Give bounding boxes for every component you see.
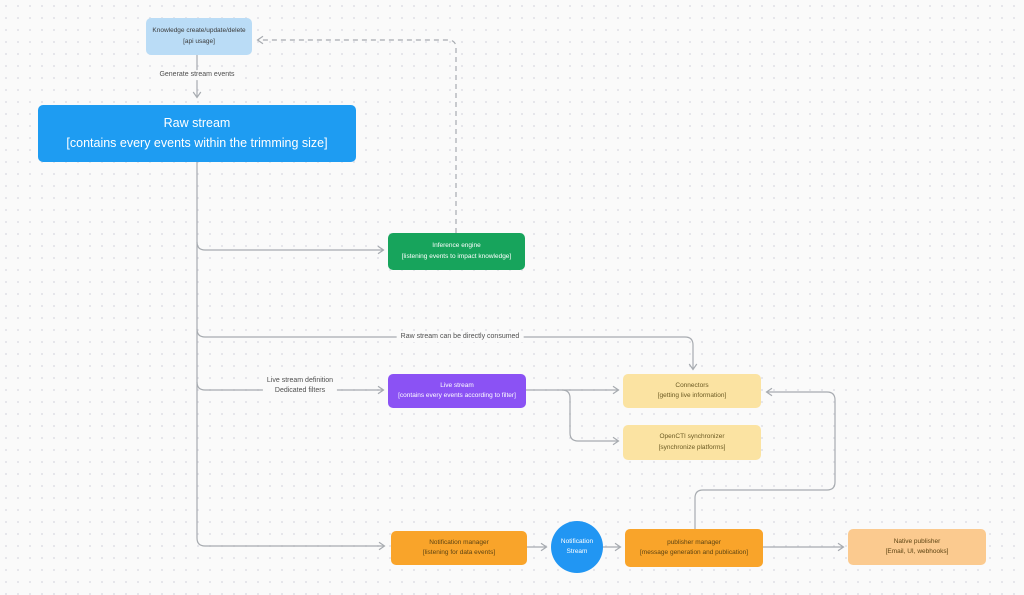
node-title: Knowledge create/update/delete xyxy=(152,27,246,35)
node-connectors: Connectors [getting live information] xyxy=(623,374,761,408)
edge-label-live-stream-definition: Live stream definition Dedicated filters xyxy=(262,376,338,396)
node-notification-manager: Notification manager [listening for data… xyxy=(391,531,527,565)
edge-publisher-manager-to-connectors xyxy=(694,387,836,529)
node-knowledge-create-update-delete: Knowledge create/update/delete [api usag… xyxy=(146,18,252,55)
node-subtitle: [message generation and publication] xyxy=(639,549,749,556)
node-subtitle: Stream xyxy=(566,548,588,555)
edge-live-stream-to-opencti-synchronizer xyxy=(561,389,620,446)
node-subtitle: [listening for data events] xyxy=(422,549,496,556)
node-subtitle: [getting live information] xyxy=(657,392,727,399)
node-title: Raw stream xyxy=(163,116,231,131)
edge-raw-stream-trunk-to-notification-manager xyxy=(196,162,386,551)
node-title: Notification xyxy=(560,537,594,545)
node-subtitle: [api usage] xyxy=(183,37,215,45)
node-subtitle: [contains every events within the trimmi… xyxy=(66,135,328,150)
edge-label-generate-stream-events: Generate stream events xyxy=(155,70,239,80)
edge-raw-stream-to-inference-engine xyxy=(196,241,385,255)
node-native-publisher: Native publisher [Email, UI, webhooks] xyxy=(848,529,986,565)
node-title: Inference engine xyxy=(432,242,481,250)
node-title: OpenCTI synchronizer xyxy=(659,433,725,441)
node-title: Native publisher xyxy=(893,537,941,545)
node-title: Connectors xyxy=(675,381,709,389)
node-subtitle: [Email, UI, webhooks] xyxy=(885,548,949,555)
node-subtitle: [listening events to impact knowledge] xyxy=(401,252,512,260)
node-raw-stream: Raw stream [contains every events within… xyxy=(38,105,356,162)
node-inference-engine: Inference engine [listening events to im… xyxy=(388,233,525,270)
edge-label-raw-stream-directly-consumed: Raw stream can be directly consumed xyxy=(396,332,524,342)
node-subtitle: [synchronize platforms] xyxy=(658,443,726,451)
node-title: Notification manager xyxy=(429,538,489,546)
node-notification-stream: Notification Stream xyxy=(551,521,603,573)
edge-label-line1: Live stream definition xyxy=(266,377,334,385)
node-live-stream: Live stream [contains every events accor… xyxy=(388,374,526,408)
edge-label-line2: Dedicated filters xyxy=(274,387,326,394)
node-publisher-manager: publisher manager [message generation an… xyxy=(625,529,763,567)
node-subtitle: [contains every events according to filt… xyxy=(398,392,516,399)
node-title: Live stream xyxy=(440,381,474,389)
node-opencti-synchronizer: OpenCTI synchronizer [synchronize platfo… xyxy=(623,425,761,460)
node-title: publisher manager xyxy=(667,538,721,546)
